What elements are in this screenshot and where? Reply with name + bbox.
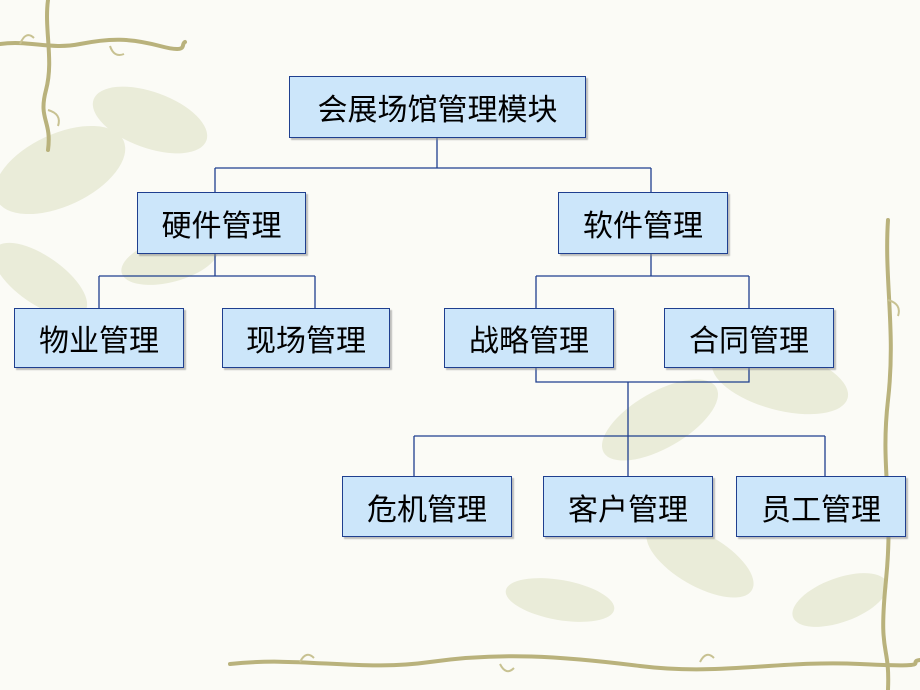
connector-software-to-children: [535, 254, 750, 308]
node-crisis-management: 危机管理: [342, 476, 512, 537]
connector-hardware-to-children: [98, 254, 316, 308]
node-property-management: 物业管理: [14, 308, 184, 368]
node-hardware-management: 硬件管理: [137, 192, 306, 254]
node-site-management: 现场管理: [222, 308, 390, 368]
node-contract-management: 合同管理: [664, 308, 834, 368]
node-venue-management-module: 会展场馆管理模块: [289, 76, 586, 138]
node-staff-management: 员工管理: [736, 476, 906, 537]
connector-software-group-bracket: [535, 368, 750, 383]
connector-root-to-level1: [214, 138, 652, 192]
node-strategy-management: 战略管理: [444, 308, 614, 368]
node-customer-management: 客户管理: [543, 476, 713, 537]
connector-group-to-level3: [413, 382, 826, 476]
node-software-management: 软件管理: [558, 192, 728, 254]
